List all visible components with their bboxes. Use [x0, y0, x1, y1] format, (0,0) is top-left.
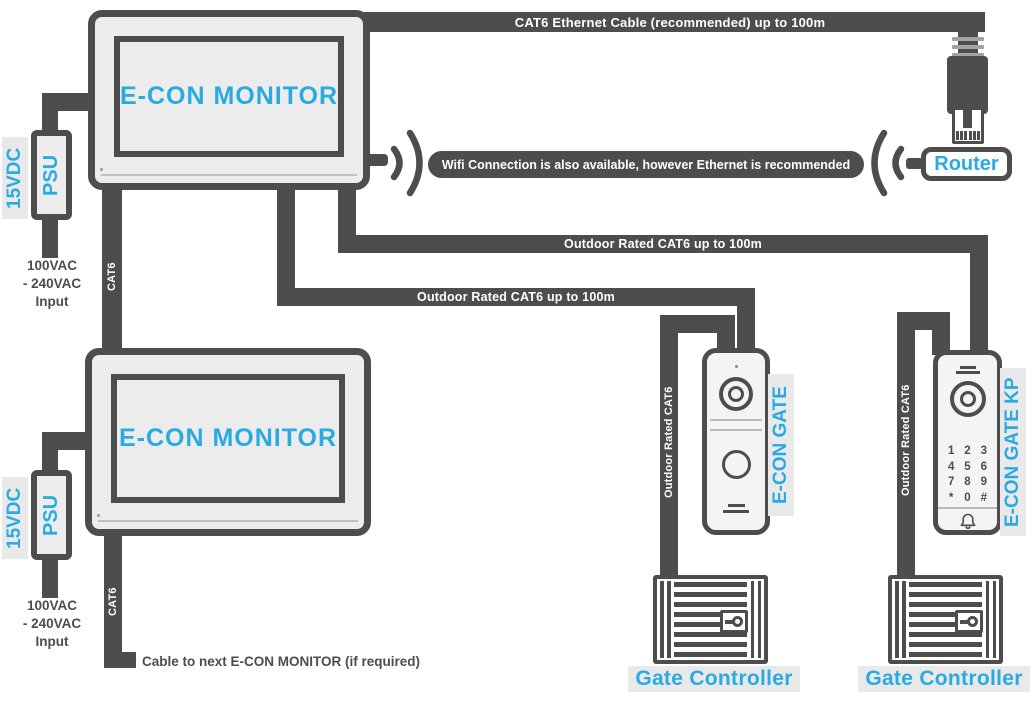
cable-kp-drop [970, 235, 988, 355]
monitor-top: E-CON MONITOR [88, 10, 370, 190]
cable-ethernet-top [355, 12, 985, 32]
psu1-voltage-label: 15VDC [2, 137, 28, 219]
cable-next-monitor-label: CAT6 [107, 587, 119, 617]
router-box: Router [921, 147, 1012, 181]
kp-divider [938, 507, 997, 509]
kp-keypad: 1 2 3 4 5 6 7 8 9 * 0 # [947, 445, 988, 504]
cable-gate-horizontal [277, 288, 755, 306]
cable-kp-controller-entry [932, 312, 950, 355]
cable-gate-controller-entry [717, 315, 735, 355]
psu2-input-label: 100VAC - 240VAC Input [22, 598, 82, 650]
router-label: Router [934, 152, 999, 175]
kp-camera-icon [949, 381, 986, 417]
wifi-note-pill: Wifi Connection is also available, howev… [428, 151, 864, 178]
gate-call-button-icon [721, 450, 751, 479]
cable-psu2-mains [42, 555, 58, 598]
psu1-box: PSU [31, 130, 72, 220]
kp-speaker-line-2 [955, 371, 980, 374]
cable-gate-vertical [277, 186, 295, 306]
cable-cat6-monitor-link [102, 186, 122, 352]
cable-psu2-vertical [42, 432, 58, 474]
monitor-top-screen: E-CON MONITOR [114, 36, 344, 157]
gate-camera-icon [719, 377, 753, 411]
gate-controller-left-key-icon [720, 610, 748, 633]
monitor-top-chin-line [101, 174, 357, 176]
cable-kp-label: Outdoor Rated CAT6 up to 100m [564, 237, 762, 251]
psu2-label: PSU [40, 494, 62, 536]
cable-gate-label: Outdoor Rated CAT6 up to 100m [417, 290, 615, 304]
wifi-stub-router [906, 158, 923, 169]
psu2-voltage-label: 15VDC [2, 477, 28, 559]
gate-station-label: E-CON GATE [768, 374, 794, 516]
cable-psu1-mains [42, 215, 58, 258]
cable-gate-drop [737, 288, 755, 352]
next-monitor-note: Cable to next E-CON MONITOR (if required… [142, 654, 421, 669]
kp-bell-icon [960, 513, 975, 530]
rj45-plug-body-icon [947, 56, 988, 114]
kp-speaker-line-1 [959, 366, 976, 369]
psu1-input-label: 100VAC - 240VAC Input [22, 258, 82, 310]
cable-cat6-monitor-link-label: CAT6 [106, 262, 118, 292]
gate-controller-left-label: Gate Controller [628, 666, 800, 692]
gate-controller-right [888, 575, 1003, 664]
psu1-label: PSU [40, 154, 62, 196]
psu2-box: PSU [31, 470, 72, 560]
wifi-waves-monitor-icon [390, 129, 423, 197]
gate-controller-right-key-icon [955, 610, 983, 633]
monitor-bottom-screen: E-CON MONITOR [111, 374, 345, 503]
gate-divider-2 [710, 429, 762, 431]
monitor-bottom-chin-line [98, 520, 358, 522]
gate-station [702, 348, 770, 535]
gate-speaker-line-2 [723, 510, 749, 513]
monitor-bottom-camera-dot [97, 514, 100, 517]
wifi-stub-monitor [368, 154, 388, 166]
gate-controller-left [653, 575, 768, 664]
monitor-top-camera-dot [100, 168, 103, 171]
gate-controller-right-label: Gate Controller [858, 666, 1030, 692]
gate-divider-1 [710, 419, 762, 421]
monitor-bottom-label: E-CON MONITOR [118, 424, 338, 452]
monitor-top-label: E-CON MONITOR [119, 82, 339, 110]
cable-next-monitor-stub [120, 652, 136, 668]
cable-next-monitor [104, 532, 122, 668]
cable-gate-controller-vertical [660, 315, 678, 580]
wifi-waves-router-icon [871, 129, 905, 197]
cable-kp-horizontal [338, 235, 988, 253]
gate-mic-dot [734, 365, 738, 368]
rj45-clip-icon [952, 107, 984, 144]
cable-kp-controller-label: Outdoor Rated CAT6 [900, 384, 912, 497]
gate-speaker-line-1 [727, 504, 745, 507]
cable-gate-controller-top [660, 315, 735, 333]
monitor-bottom: E-CON MONITOR [85, 348, 371, 536]
rj45-strain-relief-icon [952, 37, 984, 57]
gate-kp-station-label: E-CON GATE KP [1000, 368, 1026, 536]
cable-ethernet-top-label: CAT6 Ethernet Cable (recommended) up to … [514, 14, 826, 30]
cable-kp-controller-vertical [897, 312, 915, 580]
gate-kp-station: 1 2 3 4 5 6 7 8 9 * 0 # [933, 350, 1002, 535]
cable-psu1-vertical [42, 93, 58, 135]
cable-gate-controller-label: Outdoor Rated CAT6 [663, 386, 675, 499]
